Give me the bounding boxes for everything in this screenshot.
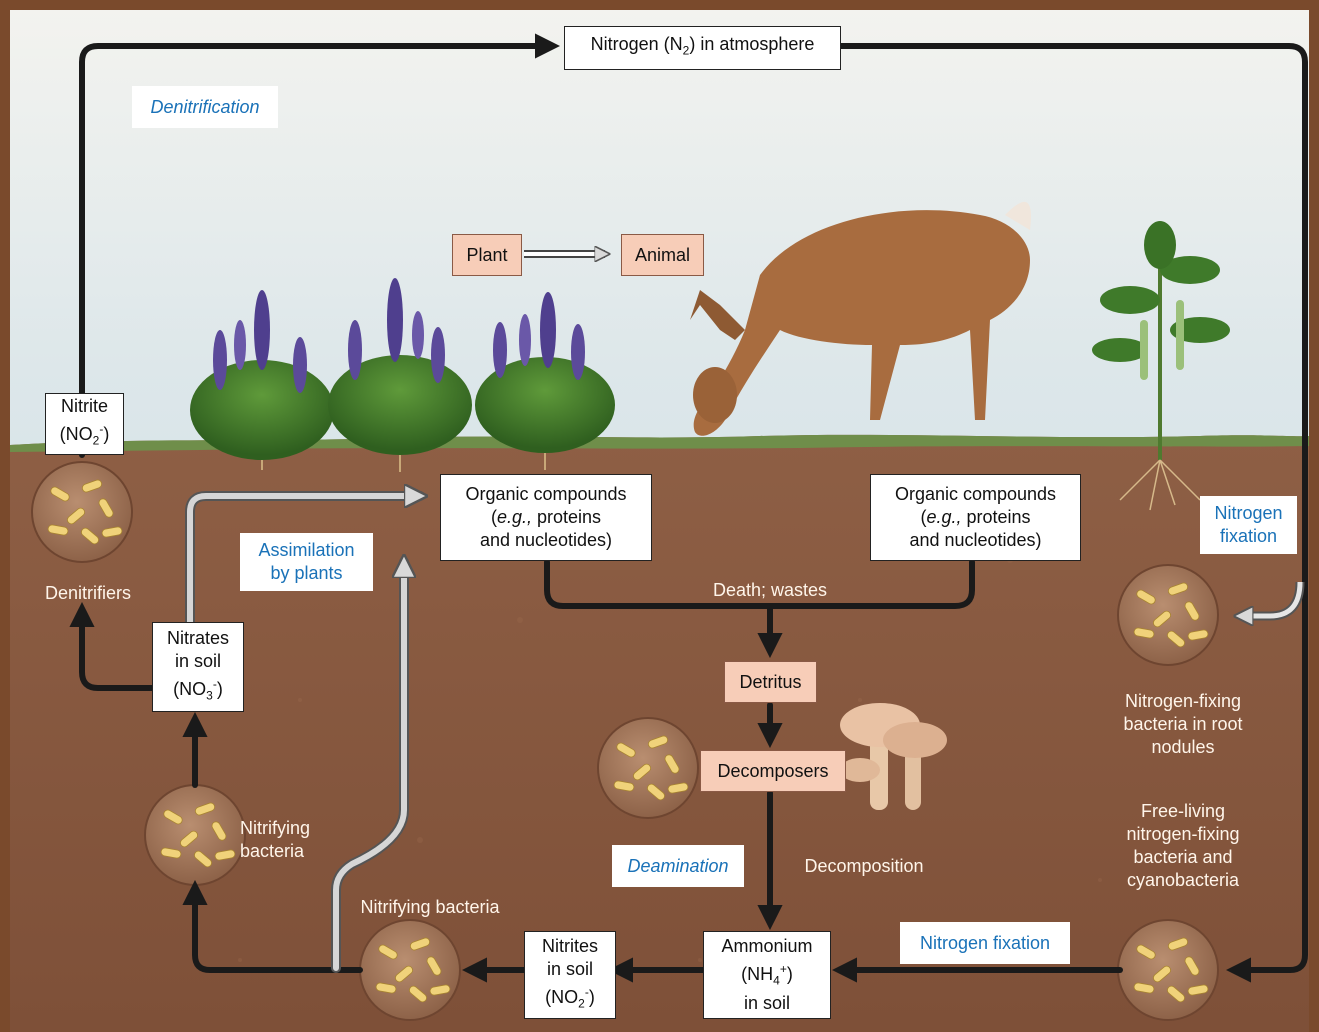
ammonium-formula: (NH4+) <box>741 961 793 988</box>
bacterium-rod <box>1184 601 1200 621</box>
nitrates-line1: Nitrates <box>166 627 229 648</box>
bacterium-rod <box>429 984 451 996</box>
bacterium-rod <box>616 742 636 758</box>
bacterium-rod <box>81 527 99 545</box>
bacterium-rod <box>1167 985 1185 1003</box>
organic-left-line1: Organic compounds <box>465 484 627 504</box>
bacterium-rod <box>1187 629 1209 641</box>
bacteria-circles <box>31 461 1219 1021</box>
nitrates-formula: (NO3-) <box>173 676 223 703</box>
nitrites-soil-box: Nitrites in soil (NO2-) <box>524 931 616 1019</box>
bacterium-rod <box>409 937 431 951</box>
bacterium-rod <box>1136 589 1156 605</box>
deamination-label: Deamination <box>612 845 744 887</box>
animal-box: Animal <box>621 234 704 276</box>
bacterium-rod <box>426 956 442 976</box>
bacterium-rod <box>101 526 123 538</box>
bacterium-rod <box>633 763 651 781</box>
detritus-box: Detritus <box>724 661 817 703</box>
organic-right-line2: (e.g., proteins <box>920 507 1031 527</box>
nitrites-line1: Nitrites <box>541 935 598 956</box>
bacterium-rod <box>375 982 397 994</box>
legume-plant <box>1092 221 1230 511</box>
bacterium-rod <box>194 850 212 868</box>
bacterium-rod <box>163 809 183 825</box>
bacterium-rod <box>667 782 689 794</box>
deer-illustration <box>690 201 1031 436</box>
organic-right-line1: Organic compounds <box>894 484 1057 504</box>
bacterium-rod <box>211 821 227 841</box>
nitrite-line1: Nitrite <box>60 396 108 417</box>
bacterium-rod <box>647 783 665 801</box>
atmosphere-nitrogen-box: Nitrogen (N2) in atmosphere <box>564 26 841 70</box>
cycle-arrows <box>69 33 1308 983</box>
organic-compounds-right-box: Organic compounds (e.g., proteins and nu… <box>870 474 1081 561</box>
bacterium-rod <box>47 524 69 536</box>
bacterium-rod <box>1184 956 1200 976</box>
nitrite-box: Nitrite (NO2-) <box>45 393 124 455</box>
bacterium-rod <box>395 965 413 983</box>
organic-left-line3: and nucleotides) <box>479 530 613 550</box>
lupine-bushes <box>190 278 615 472</box>
bacterium-rod <box>67 507 85 525</box>
bacterium-rod <box>1187 984 1209 996</box>
bacterium-rod <box>160 847 182 859</box>
bacterium-rod <box>1133 627 1155 639</box>
bacterium-rod <box>1167 582 1189 596</box>
root-nodule-bacteria-label: Nitrogen-fixing bacteria in root nodules <box>1123 691 1243 757</box>
nitrites-formula: (NO2-) <box>545 984 595 1011</box>
mushrooms-illustration <box>840 703 947 810</box>
assimilation-arrows <box>185 254 1305 973</box>
ammonium-line1: Ammonium <box>721 935 813 956</box>
bacterium-rod <box>180 830 198 848</box>
nitrogen-fixation-root-label: Nitrogen fixation <box>1200 496 1297 554</box>
assimilation-label: Assimilation by plants <box>240 533 373 591</box>
nitrite-formula: (NO2-) <box>59 422 110 448</box>
bacterium-rod <box>98 498 114 518</box>
death-wastes-label: Death; wastes <box>712 580 828 600</box>
ammonium-box: Ammonium (NH4+) in soil <box>703 931 831 1019</box>
bacterium-rod <box>664 754 680 774</box>
decomposition-label: Decomposition <box>804 856 924 876</box>
ammonium-line3: in soil <box>743 993 791 1014</box>
nitrifying-bacteria-left-label: Nitrifying bacteria <box>240 818 311 861</box>
bacterium-rod <box>1153 610 1171 628</box>
bacterium-rod <box>1167 937 1189 951</box>
nitrates-box: Nitrates in soil (NO3-) <box>152 622 244 712</box>
nitrifying-bacteria-bottom-label: Nitrifying bacteria <box>360 897 500 917</box>
denitrifiers-label: Denitrifiers <box>44 583 132 603</box>
nitrates-line2: in soil <box>174 650 222 671</box>
bacterium-rod <box>613 780 635 792</box>
nitrogen-fixation-bottom-label: Nitrogen fixation <box>900 922 1070 964</box>
bacterium-rod <box>1133 982 1155 994</box>
bacterium-rod <box>409 985 427 1003</box>
organic-left-line2: (e.g., proteins <box>490 507 602 527</box>
bacterium-rod <box>378 944 398 960</box>
organic-compounds-left-box: Organic compounds (e.g., proteins and nu… <box>440 474 652 561</box>
bacterium-rod <box>647 735 669 749</box>
bacterium-rod <box>1167 630 1185 648</box>
free-living-bacteria-label: Free-living nitrogen-fixing bacteria and… <box>1126 801 1240 890</box>
bacterium-rod <box>214 849 236 861</box>
decomposers-box: Decomposers <box>700 750 846 792</box>
atmosphere-label-text: Nitrogen (N2) in atmosphere <box>590 34 815 58</box>
bacterium-rod <box>81 479 103 493</box>
plant-box: Plant <box>452 234 522 276</box>
organic-right-line3: and nucleotides) <box>909 530 1042 550</box>
bacterium-rod <box>1153 965 1171 983</box>
bacterium-rod <box>194 802 216 816</box>
bacterium-rod <box>50 486 70 502</box>
nitrites-line2: in soil <box>546 958 594 979</box>
denitrification-label: Denitrification <box>132 86 278 128</box>
bacterium-rod <box>1136 944 1156 960</box>
